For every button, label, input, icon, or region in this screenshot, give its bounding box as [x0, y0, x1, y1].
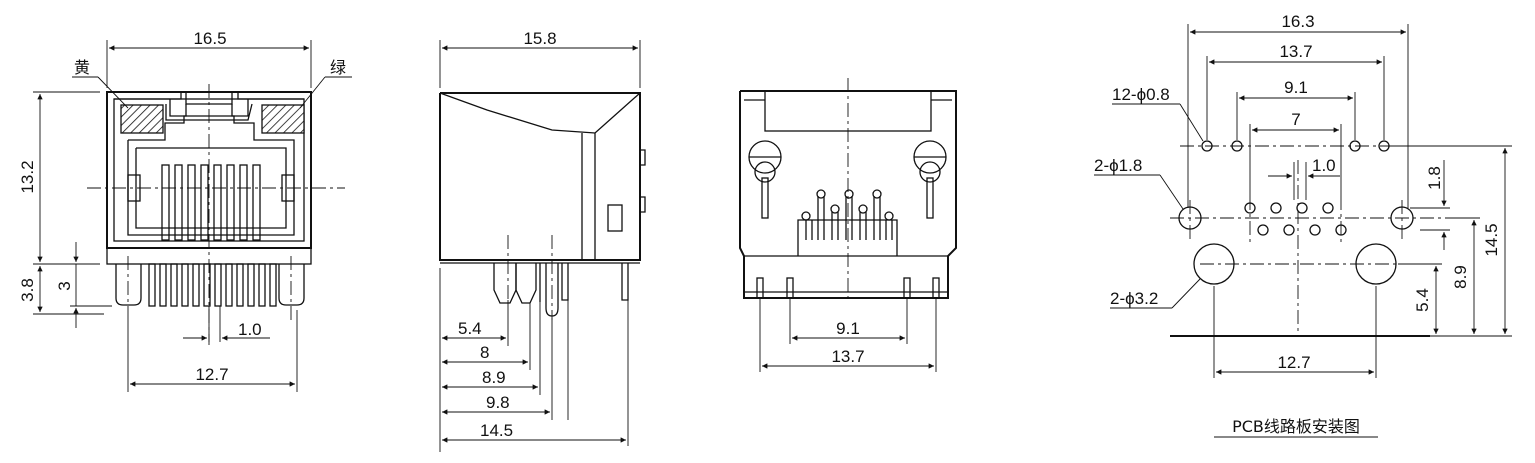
front-view: 16.5 黄 绿 13.2 3.8 3 1.0 12.7 [18, 29, 352, 392]
rear-contacts [801, 189, 894, 240]
label-hole-1-8: 2-ϕ1.8 [1094, 156, 1142, 175]
pcb-dim-7: 7 [1291, 110, 1300, 129]
pcb-holes [1178, 140, 1414, 285]
yellow-led-window [120, 104, 164, 134]
rear-view: 9.1 13.7 [739, 78, 957, 372]
label-hole-3-2: 2-ϕ3.2 [1110, 289, 1158, 308]
pcb-dim-1-0: 1.0 [1312, 156, 1336, 175]
dim-1-0: 1.0 [238, 320, 262, 339]
dim-16-5: 16.5 [193, 29, 226, 48]
dim-14-5: 14.5 [480, 421, 513, 440]
pcb-layout: 16.3 13.7 9.1 7 1.0 12.7 1.8 14.5 [1094, 12, 1512, 438]
dim-3-8: 3.8 [18, 278, 37, 302]
dim-12-7: 12.7 [195, 365, 228, 384]
dim-15-8: 15.8 [523, 29, 556, 48]
pcb-dim-13-7: 13.7 [1279, 42, 1312, 61]
dim-5-4: 5.4 [458, 319, 482, 338]
green-led-window [261, 104, 305, 134]
pcb-dim-9-1: 9.1 [1284, 78, 1308, 97]
side-view: 15.8 5.4 8 8.9 9.8 14.5 [439, 29, 646, 452]
pcb-dim-14-5: 14.5 [1482, 223, 1501, 256]
pcb-dim-1-8: 1.8 [1425, 166, 1444, 190]
dim-8-9: 8.9 [482, 368, 506, 387]
dim-9-8: 9.8 [486, 393, 510, 412]
pcb-caption: PCB线路板安装图 [1232, 417, 1360, 436]
label-hole-0-8: 12-ϕ0.8 [1112, 85, 1170, 104]
label-green: 绿 [330, 58, 346, 77]
dim-3: 3 [55, 281, 74, 290]
dim-9-1: 9.1 [836, 319, 860, 338]
pcb-dim-12-7: 12.7 [1277, 353, 1310, 372]
dim-13-7: 13.7 [831, 347, 864, 366]
dim-8: 8 [480, 343, 489, 362]
label-yellow: 黄 [74, 58, 90, 77]
front-contacts [161, 164, 261, 241]
dim-13-2: 13.2 [18, 160, 37, 193]
front-pins [115, 256, 305, 320]
pcb-dim-8-9: 8.9 [1451, 265, 1470, 289]
pcb-dim-16-3: 16.3 [1281, 12, 1314, 31]
pcb-dim-5-4: 5.4 [1413, 288, 1432, 312]
